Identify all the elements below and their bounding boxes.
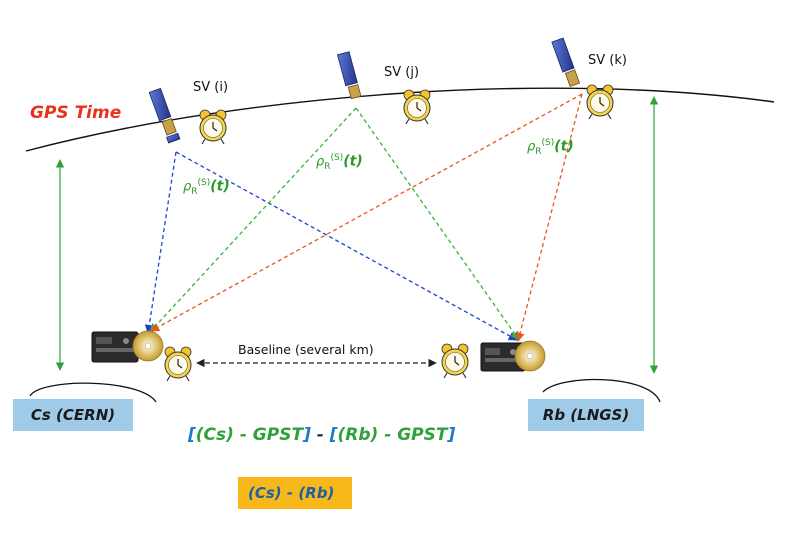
cern-ground-arc xyxy=(29,382,157,403)
satellite-icon-sv-i xyxy=(148,87,181,144)
pseudorange-label-sv-k: ρR(S)(t) xyxy=(527,138,574,157)
cd-disc-icon-cern xyxy=(132,330,164,362)
result-label: (Cs) - (Rb) xyxy=(238,477,352,509)
sv-k-label: SV (k) xyxy=(588,53,627,68)
baseline-label: Baseline (several km) xyxy=(238,342,374,357)
signal-sv-j-to-cern xyxy=(149,107,357,333)
gps-receiver-icon-cern xyxy=(91,331,139,363)
signal-sv-k-to-cern xyxy=(150,93,583,332)
station-label-cern: Cs (CERN) xyxy=(13,399,133,431)
alarm-clock-icon-lngs xyxy=(441,343,469,379)
pseudorange-label-sv-j: ρR(S)(t) xyxy=(316,153,363,172)
signal-sv-i-to-lngs xyxy=(175,151,518,341)
lngs-ground-arc xyxy=(542,378,661,403)
gps-time-arc xyxy=(25,87,775,152)
gps-time-label: GPS Time xyxy=(30,103,122,123)
difference-formula: [(Cs) - GPST] - [(Rb) - GPST] xyxy=(188,425,456,445)
sv-j-label: SV (j) xyxy=(384,65,420,80)
station-label-lngs: Rb (LNGS) xyxy=(528,399,644,431)
satellite-icon-sv-j xyxy=(336,51,362,100)
cd-disc-icon-lngs xyxy=(514,340,546,372)
signal-sv-i-to-cern xyxy=(144,151,177,334)
alarm-clock-icon-sv-k xyxy=(586,84,614,120)
pseudorange-label-sv-i: ρR(S)(t) xyxy=(183,178,230,197)
gps-receiver-icon-lngs xyxy=(480,342,526,372)
sv-i-label: SV (i) xyxy=(193,80,229,95)
signal-sv-j-to-lngs xyxy=(355,107,520,341)
alarm-clock-icon-sv-i xyxy=(199,109,227,145)
signal-sv-k-to-lngs xyxy=(515,93,583,342)
alarm-clock-icon-cern xyxy=(164,346,192,382)
satellite-icon-sv-k xyxy=(551,37,581,88)
alarm-clock-icon-sv-j xyxy=(403,89,431,125)
